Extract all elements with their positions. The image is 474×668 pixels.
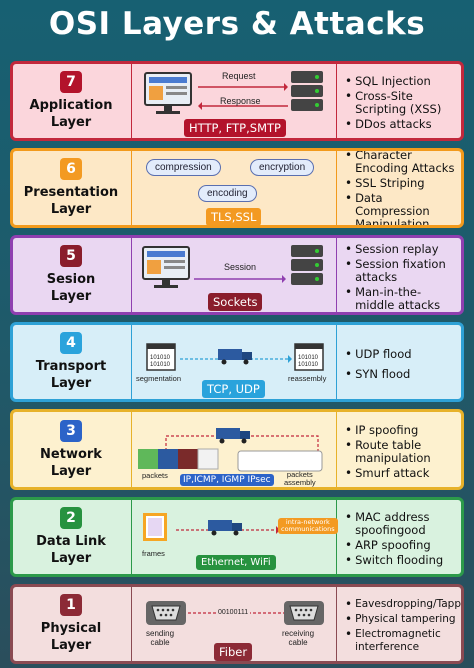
attack-item: •Character Encoding Attacks: [345, 148, 455, 175]
attack-item: •Cross-Site Scripting (XSS): [345, 89, 442, 116]
request-label: Request: [222, 71, 256, 81]
bits-label: 00100111: [216, 609, 251, 617]
layer-number: 1: [60, 594, 82, 616]
truck-icon: [218, 349, 252, 365]
receiving-label: receiving cable: [282, 629, 315, 647]
frames-label: frames: [142, 549, 165, 558]
bits-label: 101010: [150, 362, 171, 368]
bits-label: 101010: [298, 362, 319, 368]
encoding-pill: encoding: [198, 185, 257, 202]
attack-list: •Session replay •Session fixation attack…: [339, 238, 461, 312]
compression-pill: compression: [146, 159, 221, 176]
packet-blocks-icon: [138, 448, 219, 470]
packets-label: packets: [142, 471, 168, 480]
attack-item: •SYN flood: [345, 366, 411, 381]
attack-list: •Eavesdropping/Tapping •Physical tamperi…: [339, 587, 461, 661]
reassembly-label: reassembly: [288, 374, 327, 383]
layer-name: Application Layer: [29, 98, 113, 130]
attack-list: •UDP flood •SYN flood: [339, 325, 461, 399]
document-icon: [146, 343, 176, 371]
layer-number: 2: [60, 507, 82, 529]
encryption-pill: encryption: [250, 159, 315, 176]
session-label: Session: [224, 262, 257, 272]
serial-port-icon: [284, 601, 324, 625]
page-title: OSI Layers & Attacks: [48, 6, 426, 42]
layer-name: Network Layer: [40, 446, 102, 479]
serial-port-icon: [146, 601, 186, 625]
attack-item: •SQL Injection: [345, 74, 431, 88]
attack-item: •Session fixation attacks: [345, 256, 446, 284]
truck-icon: [208, 520, 242, 536]
protocol-tag: Sockets: [208, 293, 263, 311]
attack-list: •IP spoofing •Route table manipulation •…: [339, 412, 461, 487]
attack-list: •Character Encoding Attacks •SSL Stripin…: [339, 151, 461, 225]
bits-label: 101010: [298, 355, 319, 361]
protocol-tag: TCP, UDP: [202, 380, 265, 398]
layer-number: 3: [60, 419, 82, 442]
sending-label: sending cable: [146, 629, 175, 647]
attack-list: •SQL Injection •Cross-Site Scripting (XS…: [339, 64, 461, 138]
layer-name: Data Link Layer: [36, 534, 106, 566]
server-icon: [291, 71, 323, 111]
attack-item: •Switch flooding: [345, 553, 444, 567]
server-icon: [291, 245, 323, 285]
attack-item: •ARP spoofing: [345, 538, 431, 552]
attack-list: •MAC address spoofingood •ARP spoofing •…: [339, 500, 461, 574]
protocol-tag: Ethernet, WiFi: [196, 555, 276, 570]
attack-item: •Data Compression Manipulation: [345, 191, 430, 228]
attack-item: •Physical tampering: [345, 612, 456, 626]
intra-network-tag: intra-network communications: [278, 518, 338, 534]
layer-number: 7: [60, 71, 82, 93]
protocol-tag: HTTP, FTP,SMTP: [184, 119, 286, 137]
layer-number: 6: [60, 158, 82, 180]
session-arrow-icon: [194, 275, 286, 283]
layer-number: 5: [60, 245, 82, 267]
monitor-icon: [144, 72, 192, 114]
assembly-label: packets assembly: [284, 470, 316, 487]
attack-item: •MAC address spoofingood: [345, 510, 430, 537]
monitor-icon: [142, 246, 190, 288]
attack-item: •Man-in-the-middle attacks: [345, 284, 441, 312]
bits-label: 101010: [150, 355, 171, 361]
layer-number: 4: [60, 332, 82, 354]
transport-arrow-icon: [180, 355, 292, 363]
packet-assembly-icon: [237, 450, 323, 472]
protocol-tag: IP,ICMP, IGMP IPsec: [180, 474, 274, 486]
response-label: Response: [220, 96, 261, 106]
layer-name: Sesion Layer: [46, 272, 96, 304]
attack-item: •Route table manipulation: [345, 437, 431, 465]
document-icon: [294, 343, 324, 371]
attack-item: •Session replay: [345, 241, 439, 256]
attack-item: •DDos attacks: [345, 117, 432, 131]
attack-item: •Eavesdropping/Tapping: [345, 597, 464, 611]
layer-name: Physical Layer: [40, 621, 102, 653]
truck-icon: [216, 428, 250, 444]
layer-name: Transport Layer: [35, 359, 107, 391]
attack-item: •IP spoofing: [345, 422, 419, 437]
frames-icon: [143, 513, 167, 541]
layer-name: Presentation Layer: [23, 185, 119, 217]
protocol-tag: TLS,SSL: [206, 208, 262, 225]
attack-item: •Smurf attack: [345, 465, 430, 480]
attack-item: •UDP flood: [345, 346, 412, 361]
attack-item: •Electromagnetic interference: [345, 627, 441, 654]
segmentation-label: segmentation: [136, 374, 182, 383]
attack-item: •SSL Striping: [345, 176, 425, 190]
protocol-tag: Fiber: [214, 643, 253, 661]
arrows-icon: [198, 83, 288, 110]
